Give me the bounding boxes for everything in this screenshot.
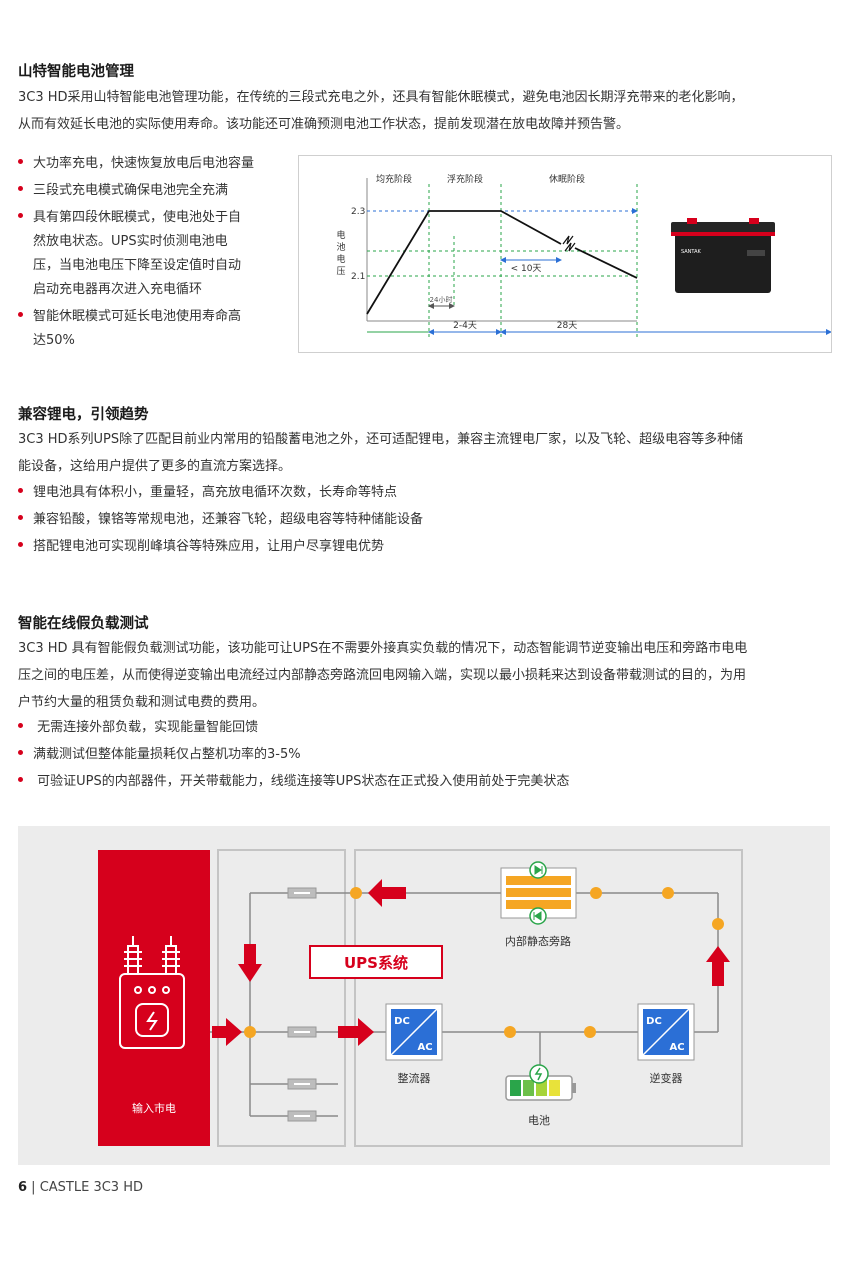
page-footer: 6 | CASTLE 3C3 HD (18, 1180, 143, 1195)
y-axis-label-char: 电 (336, 253, 345, 265)
junction-dot (590, 887, 602, 899)
ups-system-label: UPS系统 (344, 954, 408, 972)
static-bypass-block (500, 861, 577, 925)
bullet-dot-icon (18, 542, 23, 547)
y-axis-label-char: 池 (336, 241, 345, 253)
list-item: 具有第四段休眠模式，使电池处于自 然放电状态。UPS实时侦测电池电 压，当电池电… (18, 206, 254, 302)
battery-product-image: SANTAK (671, 218, 775, 293)
duration-label: 2-4天 (453, 321, 477, 331)
footer-separator: | (27, 1180, 40, 1195)
battery-feature-list: 大功率充电，快速恢复放电后电池容量 三段式充电模式确保电池完全充满 具有第四段休… (18, 152, 254, 353)
flow-arrow-up-icon (706, 946, 730, 986)
flow-arrow-right-icon (338, 1018, 374, 1046)
switch-icon (287, 1026, 317, 1038)
y-tick-label: 2.1 (351, 272, 365, 282)
duration-label: 28天 (557, 321, 577, 331)
voltage-decay-curve (574, 247, 638, 279)
list-item: 智能休眠模式可延长电池使用寿命高 达50% (18, 305, 254, 353)
junction-dot (712, 918, 724, 930)
section-paragraph-lithium: 3C3 HD系列UPS除了匹配目前业内常用的铅酸蓄电池之外，还可适配锂电，兼容主… (18, 426, 743, 480)
input-mains-panel (98, 850, 210, 1146)
rectifier-dc-label: DC (394, 1016, 410, 1027)
charging-curve-svg: 均充阶段 浮充阶段 休眠阶段 电 池 电 压 2.3 2.1 24小时 < 10… (336, 173, 832, 338)
bullet-dot-icon (18, 159, 23, 164)
break-mark-icon (562, 235, 574, 245)
ups-load-test-diagram: 输入市电 (18, 826, 830, 1165)
inverter-icon (637, 1003, 695, 1061)
list-item: 无需连接外部负载，实现能量智能回馈 (18, 714, 569, 741)
bullet-dot-icon (18, 488, 23, 493)
y-axis-label-char: 电 (336, 229, 345, 241)
section-paragraph-load-test: 3C3 HD 具有智能假负载测试功能，该功能可让UPS在不需要外接真实负载的情况… (18, 635, 747, 716)
paragraph-line: 户节约大量的租赁负载和测试电费的费用。 (18, 695, 266, 710)
junction-dot (662, 887, 674, 899)
section-title-lithium: 兼容锂电，引领趋势 (18, 407, 149, 423)
switch-icon (287, 1078, 317, 1090)
battery-label: 电池 (528, 1114, 550, 1127)
load-test-feature-list: 无需连接外部负载，实现能量智能回馈 满载测试但整体能量损耗仅占整机功率的3-5%… (18, 714, 569, 795)
ups-system-panel (354, 849, 743, 1147)
junction-dot (504, 1026, 516, 1038)
phase-label: 休眠阶段 (549, 173, 585, 185)
junction-dot (244, 1026, 256, 1038)
inverter-label: 逆变器 (650, 1071, 683, 1085)
switch-panel (217, 849, 346, 1147)
paragraph-line: 从而有效延长电池的实际使用寿命。该功能还可准确预测电池工作状态，提前发现潜在放电… (18, 117, 630, 132)
footer-product-name: CASTLE 3C3 HD (39, 1180, 143, 1195)
section-title-battery-management: 山特智能电池管理 (18, 64, 134, 80)
flow-arrow-left-icon (368, 879, 406, 907)
24h-label: 24小时 (430, 295, 453, 304)
flow-arrow-down-icon (238, 944, 262, 982)
y-axis-label-char: 压 (336, 266, 345, 277)
lithium-feature-list: 锂电池具有体积小，重量轻，高充放电循环次数，长寿命等特点 兼容铅酸，镍铬等常规电… (18, 479, 423, 560)
bullet-dot-icon (18, 213, 23, 218)
input-mains-label: 输入市电 (132, 1101, 176, 1115)
paragraph-line: 3C3 HD采用山特智能电池管理功能，在传统的三段式充电之外，还具有智能休眠模式… (18, 90, 744, 105)
inverter-ac-label: AC (669, 1042, 684, 1053)
list-item: 兼容铅酸，镍铬等常规电池，还兼容飞轮，超级电容等特种储能设备 (18, 506, 423, 533)
flow-arrow-right-icon (212, 1018, 242, 1046)
switch-icon (287, 887, 317, 899)
phase-label: 均充阶段 (376, 173, 412, 185)
bullet-dot-icon (18, 186, 23, 191)
bypass-label: 内部静态旁路 (505, 934, 571, 948)
ups-diagram-svg: 输入市电 (98, 849, 743, 1147)
paragraph-line: 压之间的电压差，从而使得逆变输出电流经过内部静态旁路流回电网输入端，实现以最小损… (18, 668, 747, 683)
break-mark-icon (564, 242, 576, 252)
junction-dots (244, 887, 724, 1038)
list-item: 可验证UPS的内部器件，开关带载能力，线缆连接等UPS状态在正式投入使用前处于完… (18, 768, 569, 795)
y-tick-label: 2.3 (351, 207, 365, 217)
list-item: 搭配锂电池可实现削峰填谷等特殊应用，让用户尽享锂电优势 (18, 533, 423, 560)
lt10-days-label: < 10天 (511, 264, 542, 274)
transformer-icon (119, 936, 185, 1049)
bullet-dot-icon (18, 750, 23, 755)
rectifier-icon (385, 1003, 443, 1061)
list-item: 三段式充电模式确保电池完全充满 (18, 179, 254, 203)
rectifier-label: 整流器 (398, 1071, 431, 1085)
voltage-curve (366, 210, 562, 315)
list-item: 满载测试但整体能量损耗仅占整机功率的3-5% (18, 741, 569, 768)
section-title-load-test: 智能在线假负载测试 (18, 616, 149, 632)
inverter-dc-label: DC (646, 1016, 662, 1027)
rectifier-ac-label: AC (417, 1042, 432, 1053)
phase-label: 浮充阶段 (447, 173, 483, 185)
bullet-dot-icon (18, 723, 23, 728)
junction-dot (350, 887, 362, 899)
page-number: 6 (18, 1180, 28, 1195)
paragraph-line: 能设备，这给用户提供了更多的直流方案选择。 (18, 459, 292, 474)
battery-brand-label: SANTAK (681, 249, 702, 255)
paragraph-line: 3C3 HD 具有智能假负载测试功能，该功能可让UPS在不需要外接真实负载的情况… (18, 641, 748, 656)
switch-icon (287, 1110, 317, 1122)
ups-system-label-box (309, 945, 443, 979)
bullet-dot-icon (18, 777, 23, 782)
list-item: 锂电池具有体积小，重量轻，高充放电循环次数，长寿命等特点 (18, 479, 423, 506)
junction-dot (584, 1026, 596, 1038)
list-item: 大功率充电，快速恢复放电后电池容量 (18, 152, 254, 176)
charging-stage-diagram: 均充阶段 浮充阶段 休眠阶段 电 池 电 压 2.3 2.1 24小时 < 10… (298, 155, 832, 353)
bullet-dot-icon (18, 515, 23, 520)
battery-icon (505, 1064, 576, 1101)
section-paragraph-battery-management: 3C3 HD采用山特智能电池管理功能，在传统的三段式充电之外，还具有智能休眠模式… (18, 84, 744, 138)
bullet-dot-icon (18, 312, 23, 317)
paragraph-line: 3C3 HD系列UPS除了匹配目前业内常用的铅酸蓄电池之外，还可适配锂电，兼容主… (18, 432, 744, 447)
